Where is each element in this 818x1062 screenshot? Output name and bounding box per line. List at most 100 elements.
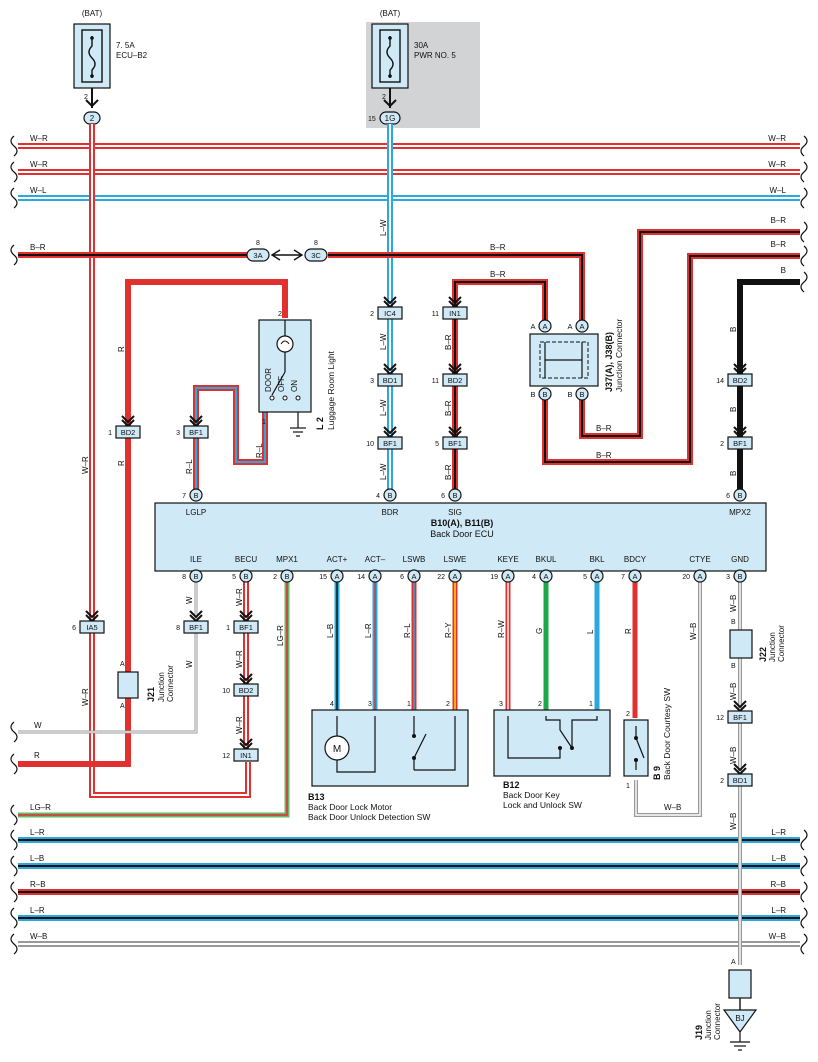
svg-text:L: L [586,629,595,634]
svg-text:Connector: Connector [166,665,175,702]
svg-text:5: 5 [435,441,439,448]
svg-text:1: 1 [108,430,112,437]
svg-text:BDR: BDR [382,508,399,517]
b9-courtesy-switch: 2 1 B 9 Back Door Courtesy SW [623,688,672,790]
svg-text:1: 1 [262,419,266,426]
top-bus-wires: W–RW–RW–LW–RW–RW–LB–RB–RB [18,134,800,275]
svg-text:W–R: W–R [81,456,90,474]
svg-text:L–R: L–R [30,828,45,837]
svg-text:Junction Connector: Junction Connector [614,319,624,392]
svg-text:B: B [729,471,738,476]
svg-text:B–R: B–R [30,243,46,252]
b12-key-switch: 3 2 1 B12 Back Door Key Lock and Unlock … [493,701,611,810]
svg-text:BD1: BD1 [383,376,398,385]
connector-3c: 3C8 [304,240,328,262]
wire-labels: B–R B–R B–R B–R B–R R R W–R W–R L–W L–W … [30,219,738,830]
svg-text:2: 2 [720,778,724,785]
svg-text:2: 2 [273,574,277,581]
right-wire-label: W–R [768,134,786,143]
svg-text:LSWB: LSWB [403,555,426,564]
connector-bf1_mid: BF1 10 [366,426,403,450]
svg-text:14: 14 [357,574,365,581]
svg-text:R–B: R–B [30,880,46,889]
svg-text:A: A [632,572,637,581]
svg-text:A: A [120,703,125,710]
svg-text:BF1: BF1 [239,623,253,632]
svg-text:W–B: W–B [729,683,738,700]
svg-text:LGLP: LGLP [186,508,206,517]
svg-text:1: 1 [626,783,630,790]
svg-text:LSWE: LSWE [444,555,467,564]
svg-text:5: 5 [232,574,236,581]
svg-text:BD2: BD2 [733,376,748,385]
wire-b-mpx2 [737,279,800,493]
svg-text:A: A [594,572,599,581]
svg-text:DOOR: DOOR [264,368,273,392]
svg-text:20: 20 [682,574,690,581]
svg-text:4: 4 [330,701,334,708]
svg-text:Luggage Room Light: Luggage Room Light [326,350,336,430]
svg-text:B: B [452,491,457,500]
svg-text:B: B [530,390,535,399]
wires-key-switch [505,580,638,718]
svg-text:12: 12 [716,715,724,722]
svg-text:W–B: W–B [729,595,738,612]
svg-text:L–W: L–W [379,463,388,480]
svg-text:3: 3 [726,574,730,581]
svg-text:IC4: IC4 [384,309,396,318]
svg-text:22: 22 [437,574,445,581]
svg-text:BDCY: BDCY [624,555,647,564]
wire-rl-lamp [193,385,268,493]
svg-text:30A: 30A [414,41,429,50]
wire-break-marks [10,135,808,955]
svg-text:W–B: W–B [729,813,738,830]
svg-text:6: 6 [400,574,404,581]
svg-text:KEYE: KEYE [497,555,518,564]
svg-text:BF1: BF1 [383,439,397,448]
svg-text:W: W [185,596,194,604]
svg-text:ON: ON [290,380,299,392]
svg-text:3: 3 [370,378,374,385]
svg-text:LG–R: LG–R [30,803,51,812]
svg-text:B: B [737,572,742,581]
svg-text:B: B [567,390,572,399]
svg-text:Lock and Unlock SW: Lock and Unlock SW [503,800,582,810]
svg-text:1: 1 [589,701,593,708]
ecu-name: Back Door ECU [430,529,494,539]
svg-text:3A: 3A [253,251,262,260]
svg-text:2: 2 [84,94,88,101]
svg-text:B–R: B–R [490,270,506,279]
svg-text:L–B: L–B [326,624,335,638]
wire-br-main [18,252,585,330]
svg-text:BD2: BD2 [121,428,136,437]
svg-text:BF1: BF1 [189,623,203,632]
svg-text:L–R: L–R [364,623,373,638]
luggage-room-light: DOOR OFF ON 2 1 L 2 Luggage Room Light [258,311,336,437]
b13-lock-motor: M 4 3 1 2 B13 Back Door Lock Motor Back … [308,701,469,822]
j37-pin: BB [567,387,589,401]
svg-text:8: 8 [182,574,186,581]
svg-text:A: A [530,322,535,331]
svg-text:10: 10 [366,441,374,448]
svg-text:6: 6 [72,625,76,632]
svg-text:2: 2 [626,711,630,718]
svg-text:2: 2 [370,311,374,318]
svg-text:B: B [731,663,736,670]
svg-text:Junction: Junction [768,632,777,662]
svg-text:2: 2 [382,94,386,101]
svg-text:R: R [117,346,126,352]
